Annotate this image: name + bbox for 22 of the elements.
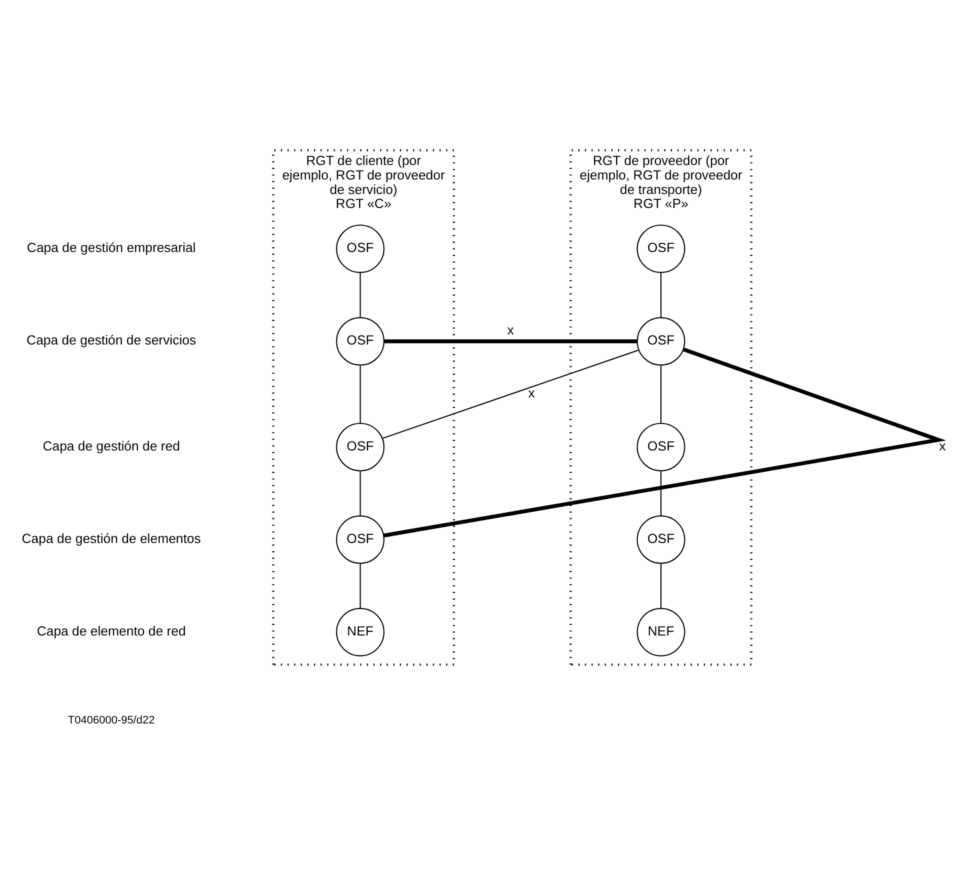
connector xyxy=(360,272,361,317)
node-circle: NEF xyxy=(336,607,384,656)
connector xyxy=(384,338,638,343)
edge-label: x xyxy=(507,322,514,337)
node-circle: OSF xyxy=(336,422,384,471)
label: Capa de gestión de elementos xyxy=(22,530,201,546)
edge-label: x xyxy=(939,438,946,453)
connector xyxy=(360,470,361,516)
node-circle: OSF xyxy=(636,224,686,273)
node-circle: OSF xyxy=(336,224,384,273)
connector xyxy=(360,562,361,608)
label: T0406000-95/d22 xyxy=(68,714,155,726)
node-circle: NEF xyxy=(636,607,686,656)
node-circle: OSF xyxy=(336,316,384,366)
label: Capa de gestión de servicios xyxy=(26,332,196,348)
connector xyxy=(360,364,361,423)
connector xyxy=(660,562,662,608)
label: Capa de gestión de red xyxy=(42,438,180,453)
label: Capa de gestión empresarial xyxy=(26,240,196,255)
connector xyxy=(660,272,662,317)
label: Capa de elemento de red xyxy=(36,623,186,638)
node-circle: OSF xyxy=(336,514,384,564)
